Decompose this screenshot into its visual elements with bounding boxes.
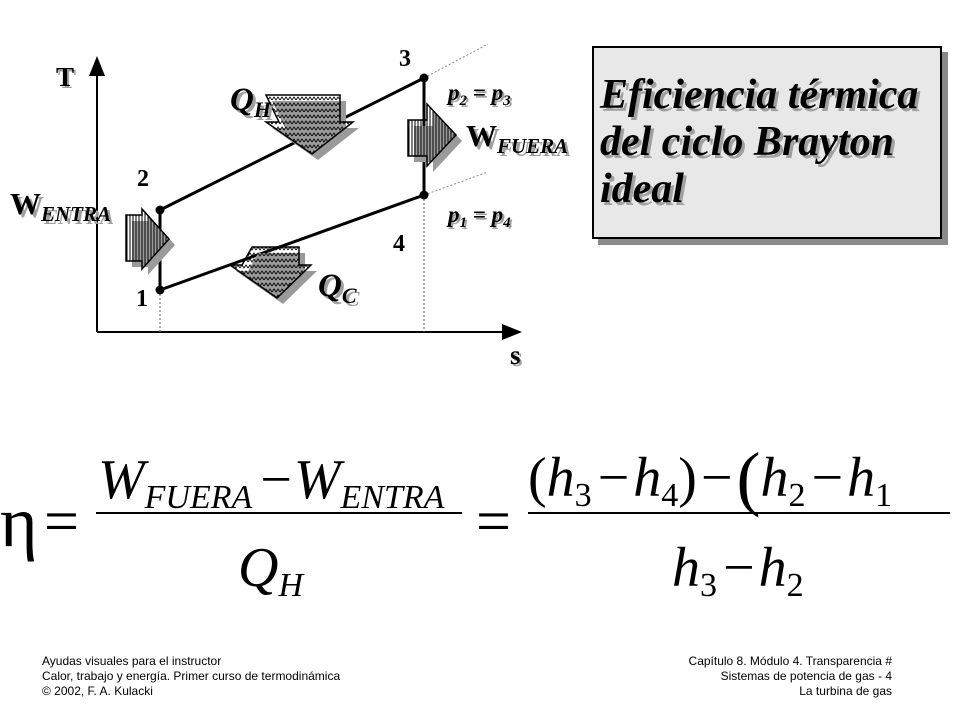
state-point-2 (155, 205, 165, 215)
state-point-1 (155, 285, 165, 295)
title-line-1: Eficiencia térmica (600, 72, 919, 118)
heat-out-arrow (227, 246, 317, 304)
footer-left-line-1: Ayudas visuales para el instructor (42, 654, 222, 668)
denominator-2: h3−h2 (672, 537, 804, 604)
title-box (592, 46, 942, 239)
footer-left-line-2: Calor, trabajo y energía. Primer curso d… (42, 669, 341, 683)
svg-text:p2 = p3: p2 = p3 (446, 80, 511, 109)
svg-text:WFUERA: WFUERA (466, 118, 568, 158)
state-point-4 (419, 190, 429, 200)
denominator-1: QH (238, 537, 305, 604)
title-line-2: del ciclo Brayton (600, 119, 894, 165)
isobar-low-label: p1 = p4 p1 = p4 (446, 202, 513, 233)
svg-text:QC: QC (318, 268, 357, 308)
work-in-arrow (125, 207, 175, 275)
heat-out-label: QC QC (318, 268, 360, 311)
footer-left: Ayudas visuales para el instructor Calor… (42, 654, 340, 699)
isobar-high-label: p2 = p3 p2 = p3 (446, 80, 513, 111)
isobar-high-extension (423, 43, 489, 79)
s-axis-label: s (510, 340, 521, 370)
state-point-3 (419, 73, 429, 83)
svg-text:p1 = p4: p1 = p4 (448, 204, 513, 233)
equals-sign-2: = (476, 488, 511, 556)
heat-in-label: QH QH (230, 82, 275, 125)
state-label-1: 1 (136, 286, 148, 312)
footer-right-line-1: Capítulo 8. Módulo 4. Transparencia # (688, 654, 892, 668)
svg-text:WENTRA: WENTRA (13, 189, 114, 229)
work-out-arrow (407, 102, 462, 172)
svg-text:p2 = p3: p2 = p3 (448, 82, 513, 111)
svg-text:WFUERA: WFUERA (469, 121, 571, 161)
state-label-2: 2 (137, 166, 149, 192)
efficiency-formula: η = WFUERA−WENTRA QH = (h3−h4)−(h2−h1 h3… (0, 438, 950, 604)
svg-text:p1 = p4: p1 = p4 (446, 202, 511, 231)
footer-right-line-3: La turbina de gas (799, 684, 892, 698)
t-axis-label: T (56, 62, 74, 92)
svg-text:WENTRA: WENTRA (10, 186, 111, 226)
ts-diagram: T T s s 1 2 3 4 p2 = p3 p2 = p3 p1 = p4 … (10, 43, 571, 372)
numerator-1: WFUERA−WENTRA (98, 449, 445, 516)
isobar-low-extension (423, 171, 489, 196)
s-axis-label: s (512, 342, 523, 372)
numerator-2: (h3−h4)−(h2−h1 (528, 438, 892, 518)
equals-sign-1: = (44, 488, 79, 556)
slide-title: Eficiencia térmica del ciclo Brayton ide… (600, 72, 940, 213)
work-out-label: WFUERA WFUERA (466, 118, 571, 161)
state-label-4: 4 (393, 231, 405, 257)
eta-symbol: η (0, 482, 38, 562)
title-line-3: ideal (600, 166, 684, 212)
t-axis-label: T (58, 64, 76, 94)
footer-right: Capítulo 8. Módulo 4. Transparencia # Si… (689, 654, 892, 699)
footer-left-line-3: © 2002, F. A. Kulacki (42, 684, 153, 698)
state-label-3: 3 (399, 46, 411, 72)
svg-text:QH: QH (230, 82, 272, 122)
work-in-label: WENTRA WENTRA (10, 186, 114, 229)
heat-in-arrow (263, 94, 359, 160)
footer-right-line-2: Sistemas de potencia de gas - 4 (720, 669, 892, 683)
svg-text:QH: QH (233, 85, 275, 125)
svg-text:QC: QC (321, 271, 360, 311)
